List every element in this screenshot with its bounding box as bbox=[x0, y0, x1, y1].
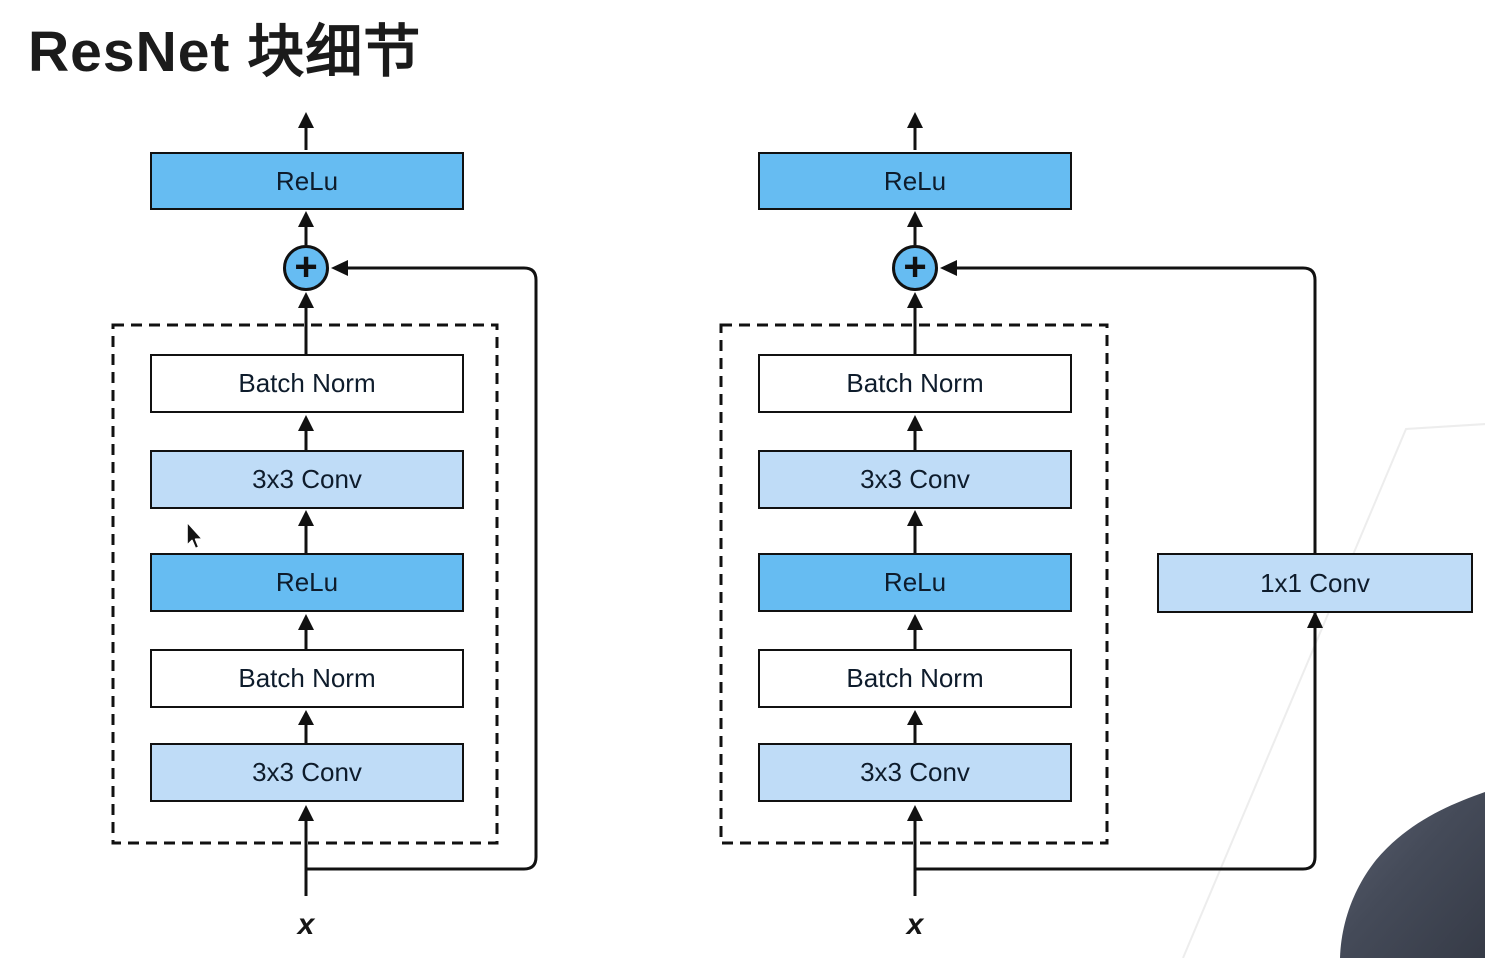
left-layer-relu: ReLu bbox=[150, 553, 464, 612]
left-layer-batch-norm-1: Batch Norm bbox=[150, 354, 464, 413]
left-output-relu-box: ReLu bbox=[150, 152, 464, 210]
right-output-relu-box: ReLu bbox=[758, 152, 1072, 210]
right-layer-conv-2: 3x3 Conv bbox=[758, 743, 1072, 802]
left-layer-conv-2: 3x3 Conv bbox=[150, 743, 464, 802]
background-watermark-line bbox=[1182, 423, 1485, 958]
right-layer-relu: ReLu bbox=[758, 553, 1072, 612]
left-block-connectors bbox=[111, 112, 538, 896]
right-residual-dashed-box bbox=[719, 323, 1109, 845]
left-layer-conv-1: 3x3 Conv bbox=[150, 450, 464, 509]
right-layer-batch-norm-2: Batch Norm bbox=[758, 649, 1072, 708]
slide-title: ResNet 块细节 bbox=[28, 20, 422, 84]
left-add-circle: + bbox=[283, 245, 329, 291]
right-shortcut-conv-box: 1x1 Conv bbox=[1157, 553, 1473, 613]
webcam-person-silhouette bbox=[1340, 792, 1485, 958]
right-input-label: x bbox=[906, 908, 924, 941]
right-add-circle: + bbox=[892, 245, 938, 291]
left-input-label: x bbox=[297, 908, 315, 941]
right-layer-batch-norm-1: Batch Norm bbox=[758, 354, 1072, 413]
left-layer-batch-norm-2: Batch Norm bbox=[150, 649, 464, 708]
right-layer-conv-1: 3x3 Conv bbox=[758, 450, 1072, 509]
